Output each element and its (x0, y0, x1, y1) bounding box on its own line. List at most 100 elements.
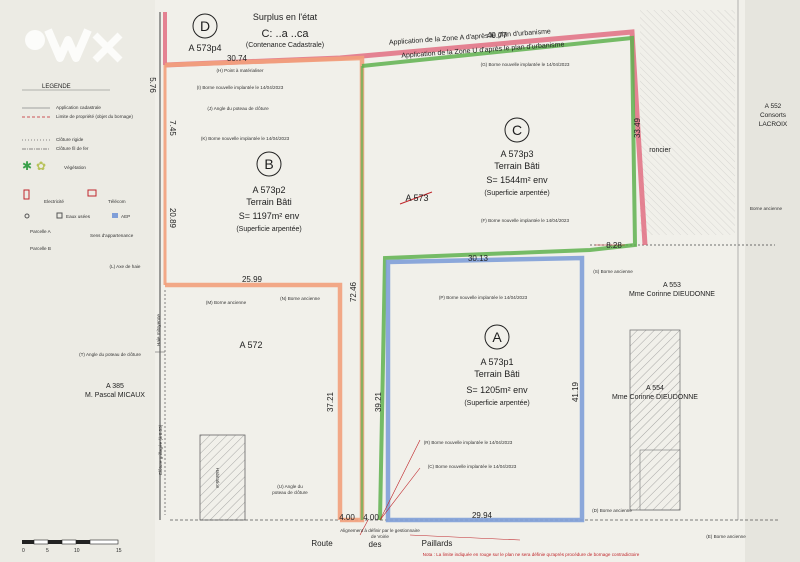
neighbor-554-ref: A 554 (646, 385, 664, 392)
legend-item-parcelle-b: Parcelle B (30, 246, 51, 251)
note-cloture-grillage: Clôture grillagée (à 6.55) (158, 424, 163, 475)
note-borne-ancienne-far: Borne ancienne (750, 206, 783, 211)
note-borne-r: (R) Borne nouvelle implantée le 14/04/20… (424, 440, 513, 445)
legend-item-cadastral: Application cadastrale (56, 105, 101, 110)
parcel-a-type: Terrain Bâti (474, 369, 520, 379)
note-borne-ancienne-right: (E) Borne ancienne (706, 534, 746, 539)
parcel-c-area: S= 1544m² env (486, 175, 548, 185)
lot-573-label: A 573 (405, 193, 428, 203)
parcel-d-circle (192, 13, 218, 39)
note-borne-p: (P) Borne nouvelle implantée le 14/04/20… (439, 295, 528, 300)
scale-label-3: 15 (116, 548, 122, 554)
parcel-b-ref: A 573p2 (252, 185, 285, 195)
note-borne-ancienne-s: (S) Borne ancienne (593, 269, 633, 274)
parcel-c-boundary (361, 35, 638, 521)
parcel-a-ref: A 573p1 (480, 357, 513, 367)
note-borne-b: (K) Borne nouvelle implantée le 14/04/20… (201, 136, 290, 141)
parcel-c-note: (Superficie arpentée) (484, 190, 549, 197)
note-borne-ancienne-bottom: (D) Borne ancienne (592, 508, 632, 513)
note-angle-poteau-bottom: (U) Angle du (277, 484, 303, 489)
dim-4-00-right: 4.00 (363, 513, 379, 522)
road-word-1: Route (311, 539, 333, 548)
parcel-a-boundary (385, 255, 585, 523)
legend-item-vegetation: Végétation (64, 165, 86, 170)
roncier-label: roncier (649, 147, 671, 154)
parcel-c-circle (504, 117, 530, 143)
parcel-b-circle (256, 151, 282, 177)
scale-bar (22, 539, 119, 545)
note-borne-ancienne-b: (N) Borne ancienne (280, 296, 320, 301)
dim-37-21: 37.21 (326, 391, 335, 412)
legend-item-eaux: Eaux usées (66, 214, 91, 219)
scale-label-0: 0 (22, 548, 25, 554)
neighbor-385-name: M. Pascal MICAUX (85, 392, 145, 399)
legend-item-sens: Sens d'appartenance (90, 233, 134, 238)
parcel-c-type: Terrain Bâti (494, 161, 540, 171)
note-haie-mitoyenne: Haie mitoyenne (156, 314, 161, 346)
parcel-b-note: (Superficie arpentée) (236, 226, 301, 233)
road-word-2: des (369, 540, 382, 549)
neighbor-554-name: Mme Corinne DIEUDONNE (612, 394, 698, 401)
legend-item-telecom: Télécom (108, 199, 126, 204)
note-angle-poteau: (J) Angle du poteau de clôture (207, 106, 269, 111)
neighbor-552-ref: A 552 (765, 103, 782, 110)
legend-title: LEGENDE (42, 84, 71, 90)
neighbor-552-owner: Consorts (760, 112, 787, 119)
legend-item-aep: AEP (121, 214, 130, 219)
parcel-b-type: Terrain Bâti (246, 197, 292, 207)
legend-item-cloture-rigide: Clôture rigide (56, 137, 84, 142)
dim-40-77: 40.77 (487, 31, 508, 40)
note-borne-c-top: (G) Borne nouvelle implantée le 14/04/20… (481, 62, 570, 67)
parcel-a-area: S= 1205m² env (466, 385, 528, 395)
house-a554 (629, 329, 681, 511)
note-borne-top: (I) Borne nouvelle implantée le 14/04/20… (197, 85, 284, 90)
note-borne-ancienne-a: (M) Borne ancienne (206, 300, 247, 305)
surplus-title: Surplus en l'état (253, 12, 318, 22)
note-alignement: Alignement à définir par le gestionnaire (340, 528, 420, 533)
dim-5-76: 5.76 (148, 77, 157, 93)
dim-72-46: 72.46 (349, 281, 358, 302)
dim-8-28: 8.28 (606, 241, 622, 250)
dim-33-49: 33.49 (633, 117, 642, 138)
habitation-label: Habitation (215, 468, 220, 489)
surplus-note: (Contenance Cadastrale) (246, 42, 324, 49)
vegetation-icon: ✱ (22, 159, 32, 173)
parcel-b-area: S= 1197m² env (239, 211, 300, 221)
note-point-materialiser: (H) Point à matérialiser (217, 68, 264, 73)
water-icon (24, 213, 30, 219)
dim-30-74: 30.74 (227, 54, 248, 63)
lot-573-strike (399, 191, 433, 205)
dim-20-89: 20.89 (168, 208, 177, 229)
neighbor-553-name: Mme Corinne DIEUDONNE (629, 291, 715, 298)
parcel-d-ref: A 573p4 (188, 43, 221, 53)
note-borne-c2: (C) Borne nouvelle implantée le 14/04/20… (428, 464, 517, 469)
legend-item-parcelle-a: Parcelle A (30, 229, 52, 234)
neighbor-552-name: LACROIX (759, 121, 788, 128)
note-angle-poteau-left: (T) Angle du poteau de clôture (79, 352, 141, 357)
parcel-a-letter: A (492, 329, 502, 345)
aep-icon (112, 213, 118, 218)
surplus-value: C: ..a ..ca (261, 28, 309, 40)
dim-7-45: 7.45 (168, 120, 177, 136)
parcel-a-circle (484, 324, 510, 350)
legend-item-electricite: Electricité (44, 199, 64, 204)
parcel-b-letter: B (264, 156, 273, 172)
parcel-d-letter: D (200, 18, 210, 34)
vegetation-hatch (640, 10, 735, 235)
legend-item-cloture-fil: Clôture fil de fer (56, 146, 89, 151)
shrub-icon: ✿ (36, 159, 46, 173)
lot-572-label: A 572 (239, 340, 262, 350)
dim-39-21: 39.21 (374, 391, 383, 412)
dim-29-94: 29.94 (472, 511, 493, 520)
parcel-c-ref: A 573p3 (500, 149, 533, 159)
parcel-c-letter: C (512, 122, 522, 138)
parcel-a-note: (Superficie arpentée) (464, 400, 529, 407)
note-limite-rouge: Nota : La limite indiquée en rouge sur l… (423, 552, 640, 557)
dim-25-99: 25.99 (242, 275, 263, 284)
note-axe-haie: (L) Axe de haie (110, 264, 141, 269)
electricity-icon (23, 189, 30, 200)
watermark-logo (25, 28, 123, 63)
telecom-icon (87, 189, 97, 197)
legend-block: ✱ ✿ (22, 89, 118, 219)
